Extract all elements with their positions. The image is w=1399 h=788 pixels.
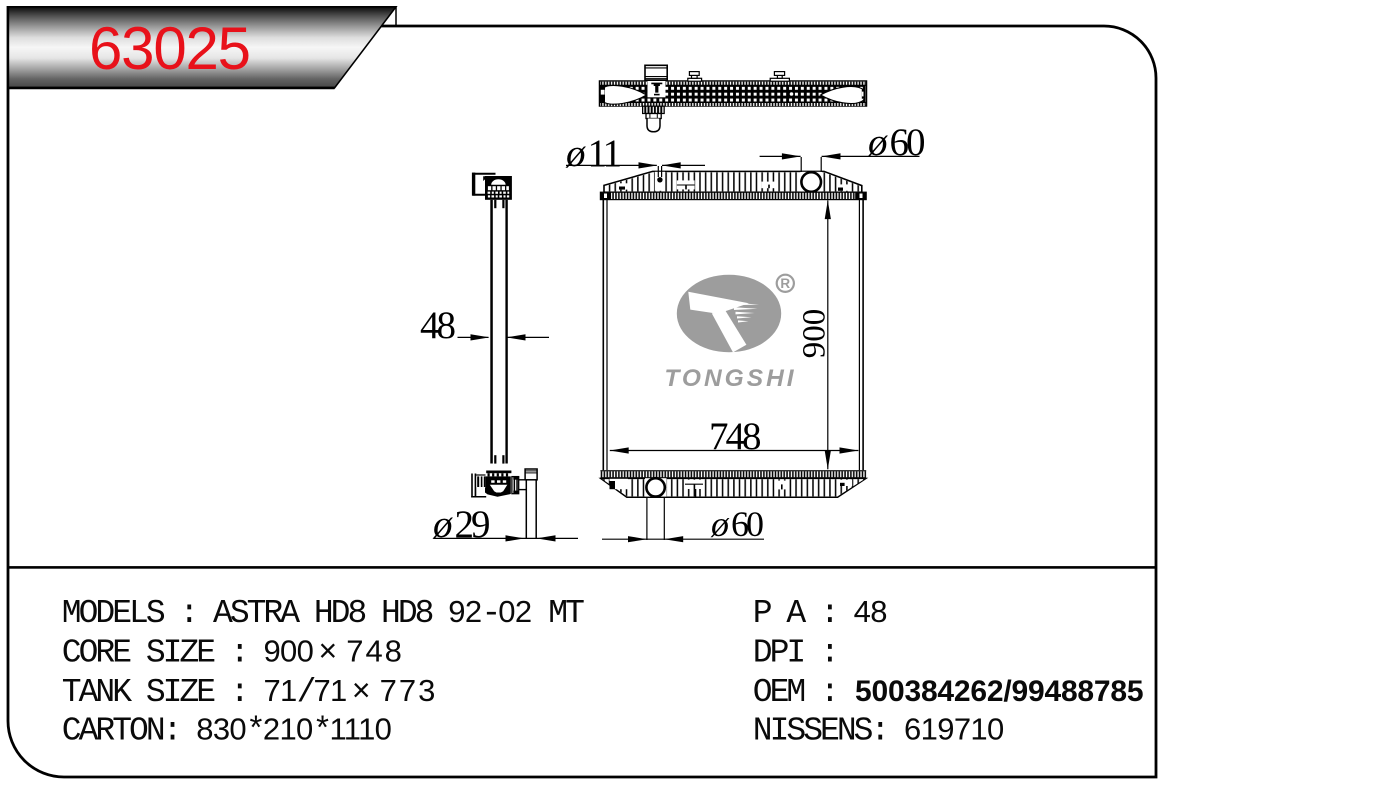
svg-text:R: R: [780, 276, 790, 291]
svg-text:ø60: ø60: [710, 504, 763, 544]
svg-text:900: 900: [797, 309, 833, 359]
svg-text:OEM :: OEM :: [753, 674, 854, 711]
svg-text:TANK SIZE : 71/71×773: TANK SIZE : 71/71×773: [62, 673, 437, 711]
svg-text:MODELS : ASTRA HD8 HD8 92-02 M: MODELS : ASTRA HD8 HD8 92-02 MT: [62, 594, 584, 632]
svg-text:ø11: ø11: [565, 132, 621, 175]
svg-text:DPI :: DPI :: [753, 634, 837, 671]
svg-text:748: 748: [709, 415, 761, 458]
svg-text:P A : 48: P A : 48: [753, 594, 887, 632]
svg-text:TONGSHI: TONGSHI: [664, 365, 796, 392]
svg-text:500384262/99488785: 500384262/99488785: [855, 675, 1143, 708]
svg-text:63025: 63025: [89, 15, 250, 82]
svg-text:ø29: ø29: [432, 503, 489, 546]
svg-text:CARTON: 830*210*1110: CARTON: 830*210*1110: [62, 711, 392, 749]
svg-text:48: 48: [420, 304, 456, 347]
svg-text:NISSENS: 619710: NISSENS: 619710: [753, 711, 1004, 749]
svg-text:CORE SIZE : 900×748: CORE SIZE : 900×748: [62, 633, 404, 671]
svg-text:ø60: ø60: [867, 121, 925, 164]
